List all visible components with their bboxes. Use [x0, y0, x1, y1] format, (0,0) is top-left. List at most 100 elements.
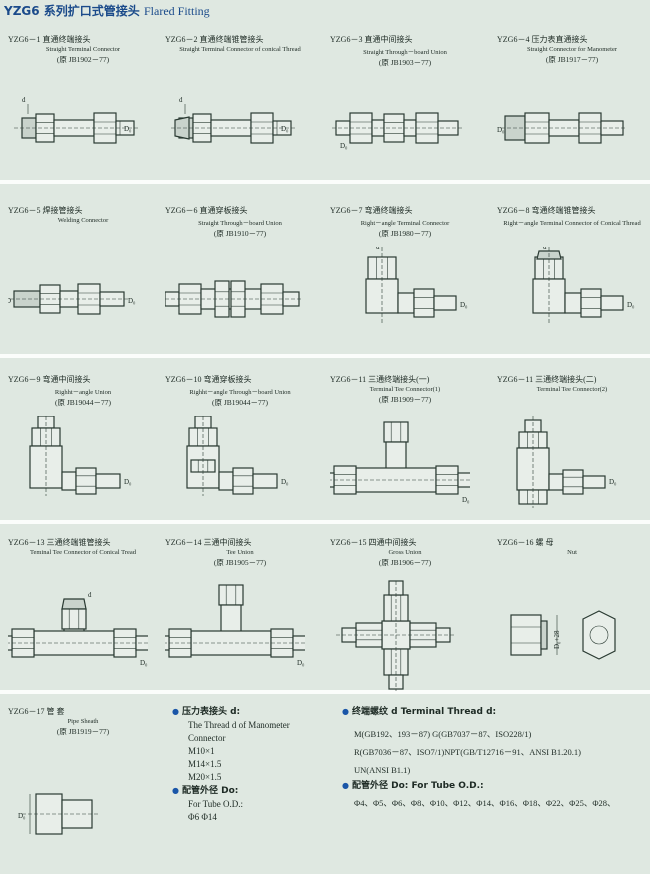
- fitting-standard: (原 JB1910－77): [213, 229, 267, 238]
- part-outline: [218, 471, 234, 491]
- part-outline: [397, 292, 415, 314]
- fitting-english-name: Straight Connector for Manometer: [526, 46, 618, 53]
- fitting-drawing: D₀: [186, 416, 289, 496]
- note-line: M10×1: [188, 746, 215, 756]
- fitting-drawing: D₀: [29, 416, 132, 496]
- part-outline: [61, 608, 87, 630]
- fitting-drawing: [336, 579, 456, 691]
- fitting-drawing: D₀: [330, 421, 470, 504]
- fitting-english-name: Terminal Tee Connector(2): [536, 386, 608, 393]
- note-line: The Thread d of Manometer: [188, 720, 290, 730]
- fitting-standard: (原 JB1980－77): [378, 229, 432, 238]
- row-divider: [0, 520, 650, 524]
- fitting-drawing: [165, 280, 301, 318]
- part-outline: [564, 292, 582, 314]
- fitting-english-name: Nut: [567, 549, 577, 556]
- dimension-label: D₀: [18, 812, 26, 820]
- note-line: Connector: [188, 733, 226, 743]
- part-outline: [580, 288, 602, 318]
- note-line: Φ4、Φ5、Φ6、Φ8、Φ10、Φ12、Φ14、Φ16、Φ18、Φ22、Φ25、…: [354, 798, 616, 808]
- fitting-drawing: D₀ d: [14, 96, 138, 144]
- fitting-code: YZG6－16 螺 母: [497, 538, 554, 547]
- fitting-standard: (原 JB1902－77): [56, 55, 110, 64]
- fitting-english-name: Welding Connector: [57, 217, 109, 224]
- hex-nut-end-view: [582, 610, 616, 660]
- dimension-label: D₀: [124, 125, 132, 133]
- fitting-english-name: Right－angle Terminal Connector of Conica…: [503, 220, 641, 227]
- fitting-english-name: Pipe Sheath: [67, 718, 99, 725]
- fitting-drawing: D₀ d: [171, 96, 295, 144]
- dimension-label: D₀: [460, 301, 468, 309]
- nut-bore: [589, 625, 609, 645]
- fitting-item: YZG6－14 三通中间接头 Tee Union (原 JB1905－77) D₀: [165, 537, 315, 667]
- fitting-drawing: D₀: [18, 793, 100, 835]
- dimension-label: d: [376, 247, 380, 251]
- dimension-label: D₀: [281, 125, 289, 133]
- dimension-label: D₀: [297, 659, 305, 667]
- fitting-english-name: Straight Through－board Union: [363, 49, 447, 56]
- fitting-code: YZG6－5 焊接管接头: [8, 206, 83, 215]
- row-divider: [0, 690, 650, 694]
- fitting-english-name: Righht－angle Union: [54, 389, 112, 396]
- part-outline: [540, 620, 548, 650]
- part-outline: [59, 290, 79, 308]
- fitting-standard: (原 JB19044－77): [211, 398, 269, 407]
- fitting-english-name: Right－angle Terminal Connector: [360, 220, 450, 227]
- part-outline: [232, 467, 254, 495]
- fitting-drawing: D₀: [332, 112, 462, 150]
- part-outline: [218, 584, 244, 606]
- fitting-item: YZG6－4 压力表直通接头 Straight Connector for Man…: [497, 34, 647, 144]
- part-outline: [252, 473, 278, 489]
- fitting-drawing: D₀: [497, 112, 627, 144]
- part-outline: [220, 604, 242, 634]
- fitting-code: YZG6－6 直通穿板接头: [165, 206, 248, 215]
- note-line: UN(ANSI B1.1): [354, 765, 411, 775]
- fitting-code: YZG6－2 直通终端锥管接头: [165, 35, 264, 44]
- notes-left: 压力表接头 d: The Thread d of Manometer Conne…: [172, 705, 342, 824]
- part-outline: [510, 614, 542, 656]
- dimension-label: D₀: [340, 142, 348, 150]
- fitting-code: YZG6－14 三通中间接头: [165, 538, 252, 547]
- fitting-item: YZG6－6 直通穿板接头 Straight Through－board Unio…: [165, 205, 315, 318]
- fitting-item: YZG6－13 三通终端锥管接头 Teminal Tee Connector of…: [8, 537, 158, 667]
- dimension-label: d: [22, 96, 26, 104]
- fitting-english-name: Gross Union: [388, 549, 422, 556]
- part-outline: [385, 441, 407, 471]
- fitting-english-name: Straight Through－board Union: [198, 220, 282, 227]
- fitting-standard: (原 JB1917－77): [545, 55, 599, 64]
- notes-heading: 终端螺纹 d Terminal Thread d:: [342, 705, 647, 719]
- fitting-drawing: dD₀: [365, 247, 468, 323]
- fitting-code: YZG6－1 直通终端接头: [8, 35, 91, 44]
- notes-right: 终端螺纹 d Terminal Thread d: M(GB192、193－87…: [342, 705, 647, 810]
- dimension-label: D₀: [140, 659, 148, 667]
- dimension-label: D₀+28: [553, 630, 561, 649]
- note-line: Φ6 Φ14: [188, 812, 217, 822]
- fitting-standard: (原 JB1903－77): [378, 58, 432, 67]
- fitting-standard: (原 JB1905－77): [213, 558, 267, 567]
- dimension-label: d: [179, 96, 183, 104]
- notes-heading: 配管外径 Do: For Tube O.D.:: [342, 779, 647, 793]
- fitting-english-name: Tee Union: [226, 549, 254, 556]
- part-outline: [413, 288, 435, 318]
- fitting-drawing: D₀: [516, 416, 617, 508]
- dimension-label: D₀: [281, 478, 289, 486]
- fitting-code: YZG6－4 压力表直通接头: [497, 35, 588, 44]
- dimension-label: D₀: [128, 297, 136, 305]
- fitting-code: YZG6－13 三通终端锥管接头: [8, 538, 111, 547]
- dimension-label: D₀: [497, 126, 505, 134]
- fitting-code: YZG6－15 四通中间接头: [330, 538, 417, 547]
- fitting-item: YZG6－11 三通终端接头(二)Terminal Tee Connector(…: [497, 374, 647, 508]
- note-line: M14×1.5: [188, 759, 222, 769]
- dimension-label: d: [88, 591, 92, 599]
- fitting-english-name: Teminal Tee Connector of Conical Tread: [29, 549, 136, 556]
